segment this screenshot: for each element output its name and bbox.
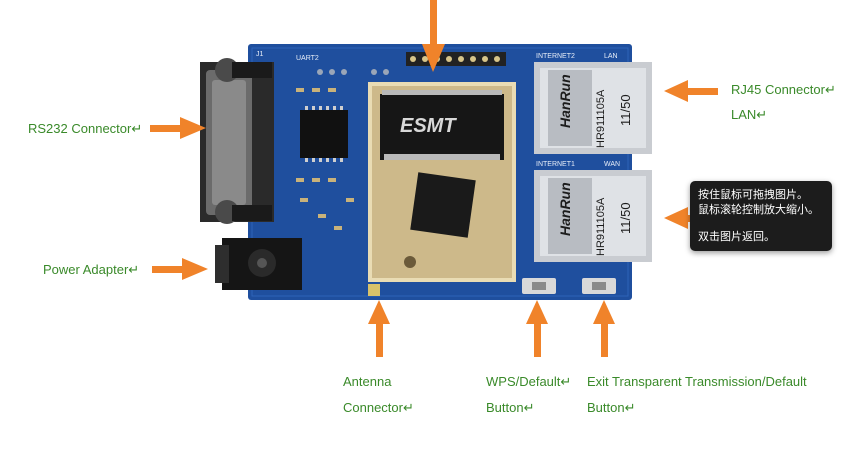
antenna-label-line1: Antenna (343, 374, 392, 389)
silk-wan: WAN (604, 161, 620, 168)
pointer-arrows (150, 0, 718, 357)
tooltip-line-zoom: 鼠标滚轮控制放大缩小。 (698, 203, 819, 216)
silk-internet2: INTERNET2 (536, 53, 575, 60)
exit-label-line1: Exit Transparent Transmission/Default (587, 374, 807, 389)
exit-label-line2: Button↵ (587, 400, 636, 415)
silk-lan: LAN (604, 53, 618, 60)
rs232-label: RS232 Connector↵ (28, 121, 143, 136)
jack-model-lan: HR911105A (595, 89, 607, 148)
rj45-jack-wan (534, 170, 652, 262)
jack-code-wan: 11/50 (618, 202, 633, 234)
image-viewer-tooltip: 按住鼠标可拖拽图片。 鼠标滚轮控制放大缩小。 双击图片返回。 (690, 181, 832, 251)
power-jack (215, 238, 302, 290)
wps-label-line2: Button↵ (486, 400, 535, 415)
jack-brand-lan: HanRun (557, 74, 573, 128)
wifi-module (368, 82, 516, 282)
db9-connector (200, 58, 274, 224)
wps-label-line1: WPS/Default↵ (486, 374, 572, 389)
jack-code-lan: 11/50 (618, 94, 633, 126)
silk-uart2: UART2 (296, 55, 319, 62)
lan-label: LAN↵ (731, 107, 768, 122)
silk-internet1: INTERNET1 (536, 161, 575, 168)
chip-brand: ESMT (400, 115, 457, 137)
antenna-label-line2: Connector↵ (343, 400, 414, 415)
rj45-jack-lan (534, 62, 652, 154)
rj45-label: RJ45 Connector↵ (731, 82, 836, 97)
silk-j1: J1 (256, 51, 264, 58)
tooltip-line-back: 双击图片返回。 (698, 230, 775, 243)
power-adapter-label: Power Adapter↵ (43, 262, 140, 277)
pin-header (406, 52, 506, 66)
antenna-connector (368, 284, 380, 296)
jack-model-wan: HR911105A (595, 197, 607, 256)
tooltip-line-drag: 按住鼠标可拖拽图片。 (698, 188, 808, 201)
jack-brand-wan: HanRun (557, 182, 573, 236)
